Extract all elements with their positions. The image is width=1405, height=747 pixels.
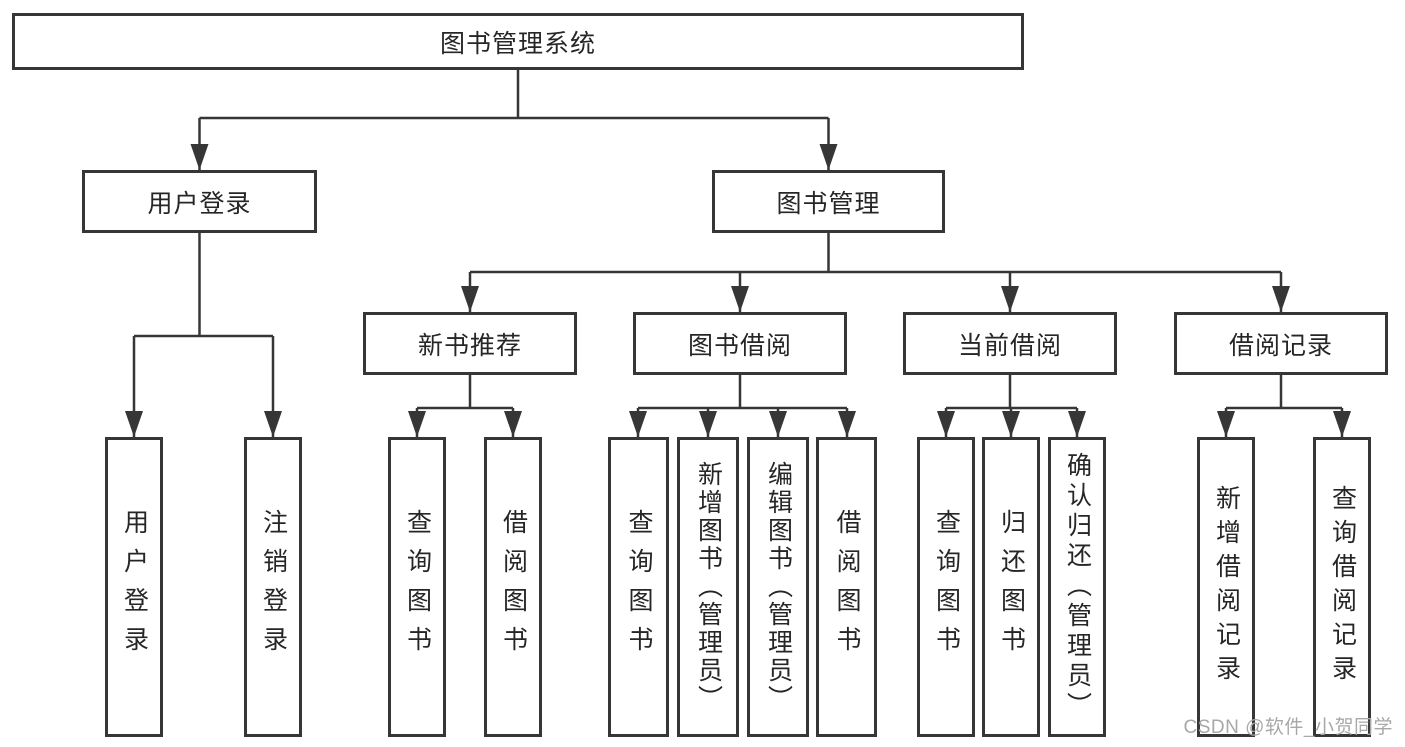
node-label: 新增借阅记录 (1212, 485, 1241, 689)
node-label: 确认归还（管理员） (1063, 452, 1092, 722)
node-query-books-borrow: 查询图书 (608, 437, 669, 737)
connector-user-login-to-children (125, 233, 282, 437)
node-label: 当前借阅 (957, 331, 1062, 360)
node-label: 查询图书 (625, 509, 653, 665)
node-borrow-books-rec: 借阅图书 (484, 437, 542, 737)
node-borrow-books: 借阅图书 (816, 437, 877, 737)
node-book-management: 图书管理 (712, 170, 945, 233)
node-library-management-system: 图书管理系统 (12, 13, 1024, 70)
node-current-borrowing: 当前借阅 (903, 312, 1117, 375)
node-label: 用户登录 (147, 189, 252, 218)
node-borrowing-records: 借阅记录 (1174, 312, 1388, 375)
node-logout: 注销登录 (244, 437, 302, 737)
node-label: 借阅图书 (833, 509, 861, 665)
node-label: 注销登录 (259, 509, 288, 665)
node-label: 借阅图书 (499, 509, 528, 665)
node-label: 图书管理 (776, 189, 881, 218)
node-label: 用户登录 (120, 509, 149, 665)
node-label: 编辑图书（管理员） (764, 461, 793, 713)
node-query-books-rec: 查询图书 (388, 437, 446, 737)
node-label: 新书推荐 (417, 331, 522, 360)
node-return-books: 归还图书 (982, 437, 1040, 737)
watermark-csdn: CSDN @软件_小贺同学 (1183, 717, 1393, 738)
node-label: 图书借阅 (687, 331, 792, 360)
node-book-borrowing: 图书借阅 (633, 312, 847, 375)
node-label: 查询图书 (403, 509, 432, 665)
node-add-borrow-record: 新增借阅记录 (1197, 437, 1255, 737)
connector-book-borrow-to-children (629, 375, 856, 437)
node-edit-books-admin: 编辑图书（管理员） (747, 437, 809, 737)
connector-root-to-level2 (190, 70, 838, 170)
node-user-login: 用户登录 (82, 170, 317, 233)
node-user-login-leaf: 用户登录 (105, 437, 163, 737)
node-label: 查询图书 (932, 509, 961, 665)
node-query-borrow-record: 查询借阅记录 (1313, 437, 1371, 737)
connector-new-book-rec-to-children (408, 375, 522, 437)
connector-book-mgmt-to-level3 (461, 233, 1290, 312)
node-label: 图书管理系统 (439, 29, 596, 58)
node-confirm-return-admin: 确认归还（管理员） (1048, 437, 1106, 737)
node-label: 借阅记录 (1228, 331, 1333, 360)
node-add-books-admin: 新增图书（管理员） (677, 437, 739, 737)
node-label: 新增图书（管理员） (694, 461, 723, 713)
node-label: 归还图书 (997, 509, 1026, 665)
connector-current-borrow-to-children (937, 375, 1086, 437)
node-new-book-recommendation: 新书推荐 (363, 312, 577, 375)
node-query-books-current: 查询图书 (917, 437, 975, 737)
node-label: 查询借阅记录 (1328, 485, 1357, 689)
connector-borrow-records-to-children (1217, 375, 1351, 437)
